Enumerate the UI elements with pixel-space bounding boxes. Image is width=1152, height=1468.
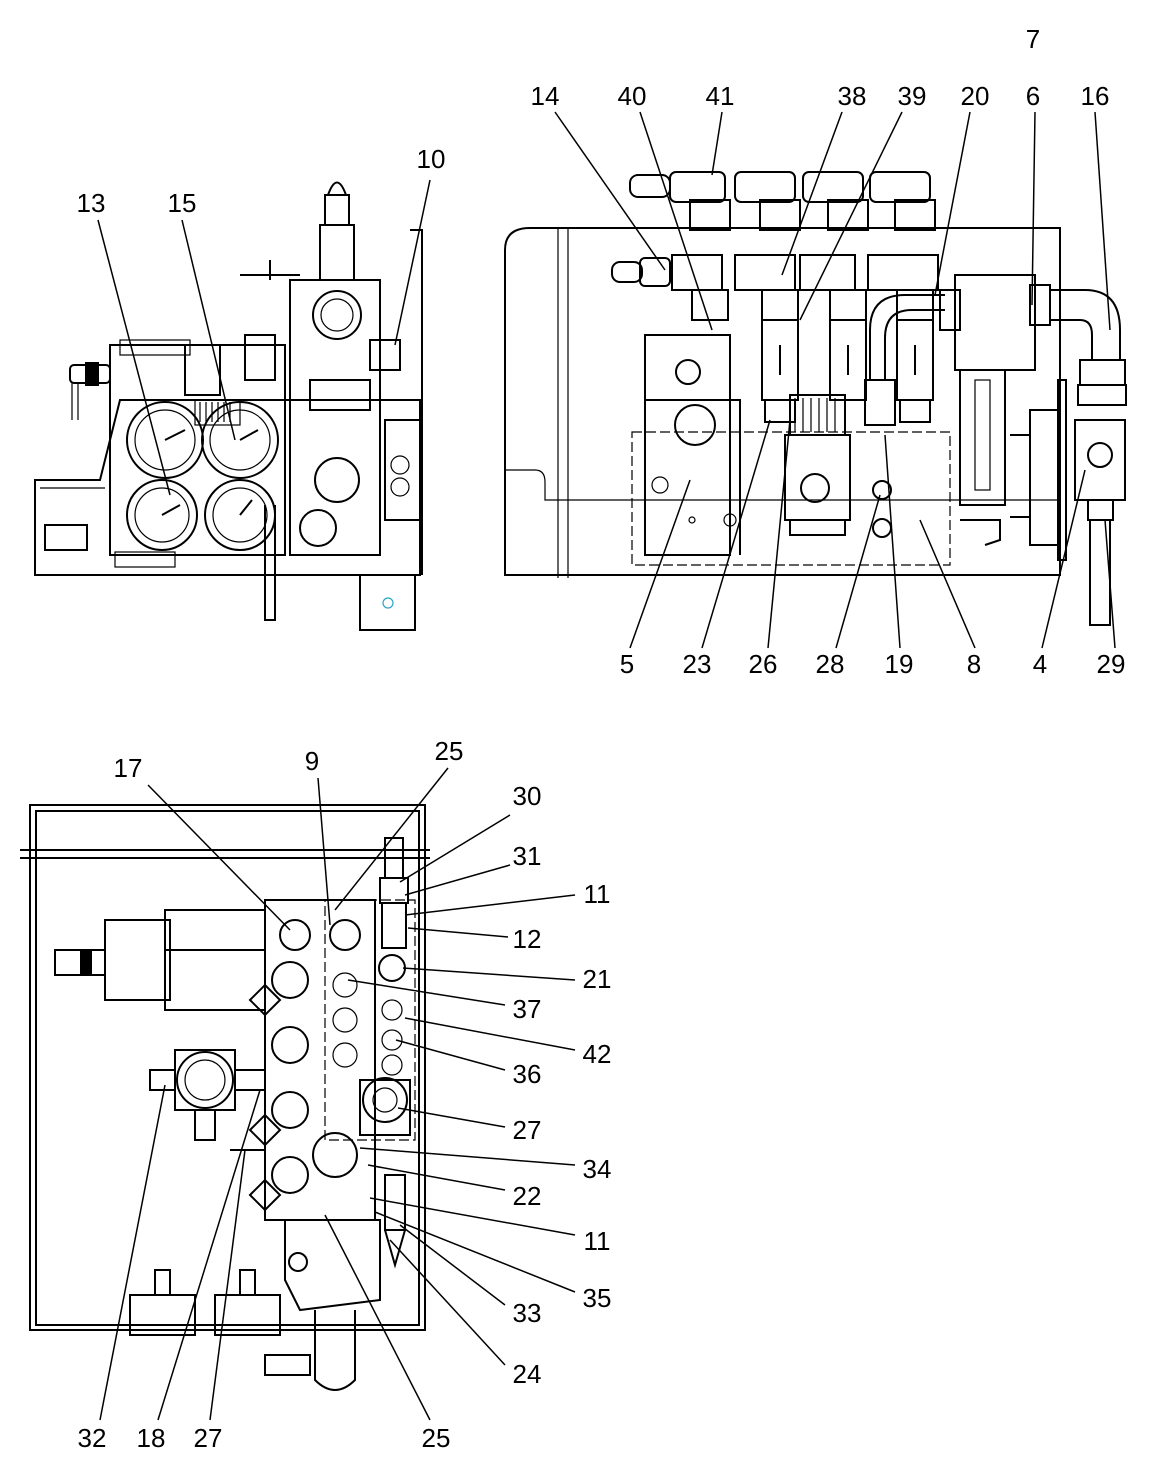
callout-19: 19	[885, 649, 914, 679]
callout-11-top: 11	[584, 879, 611, 909]
callout-11-bottom: 11	[584, 1226, 611, 1256]
callout-32: 32	[78, 1423, 107, 1453]
callout-35: 35	[583, 1283, 612, 1313]
callout-20: 20	[961, 81, 990, 111]
callout-38: 38	[838, 81, 867, 111]
callout-17: 17	[114, 753, 143, 783]
callout-30: 30	[513, 781, 542, 811]
callouts-top-left: 10 13 15	[77, 144, 446, 218]
callout-10: 10	[417, 144, 446, 174]
callout-4: 4	[1033, 649, 1047, 679]
callout-21: 21	[583, 964, 612, 994]
callout-33: 33	[513, 1298, 542, 1328]
callout-26: 26	[749, 649, 778, 679]
callout-6: 6	[1026, 81, 1040, 111]
callouts-top-right: 7 14 40 41 38 39 20 6 16 5 23 26 28 19 8…	[531, 24, 1126, 679]
callout-13: 13	[77, 188, 106, 218]
callout-16: 16	[1081, 81, 1110, 111]
callout-27-right: 27	[513, 1115, 542, 1145]
callout-29: 29	[1097, 649, 1126, 679]
callout-5: 5	[620, 649, 634, 679]
callout-15: 15	[168, 188, 197, 218]
side-view-left	[34, 181, 423, 631]
callout-25-top: 25	[435, 736, 464, 766]
callout-41: 41	[706, 81, 735, 111]
callout-23: 23	[683, 649, 712, 679]
leader-lines	[97, 111, 1116, 1421]
callout-40: 40	[618, 81, 647, 111]
callout-39: 39	[898, 81, 927, 111]
callout-18: 18	[137, 1423, 166, 1453]
callout-12: 12	[513, 924, 542, 954]
front-view-right	[504, 171, 1127, 626]
callout-42: 42	[583, 1039, 612, 1069]
callout-24: 24	[513, 1359, 542, 1389]
callout-31: 31	[513, 841, 542, 871]
callouts-bottom: 17 9 25 30 31 11 12 21 37 42 36 27 34 22…	[78, 736, 612, 1453]
callout-14: 14	[531, 81, 560, 111]
top-view-bottom	[20, 804, 430, 1391]
callout-27-bottom: 27	[194, 1423, 223, 1453]
callout-8: 8	[967, 649, 981, 679]
callout-28: 28	[816, 649, 845, 679]
callout-37: 37	[513, 994, 542, 1024]
callout-7: 7	[1026, 24, 1040, 54]
callout-22: 22	[513, 1181, 542, 1211]
callout-25-bottom: 25	[422, 1423, 451, 1453]
callout-36: 36	[513, 1059, 542, 1089]
callout-34: 34	[583, 1154, 612, 1184]
callout-9: 9	[305, 746, 319, 776]
